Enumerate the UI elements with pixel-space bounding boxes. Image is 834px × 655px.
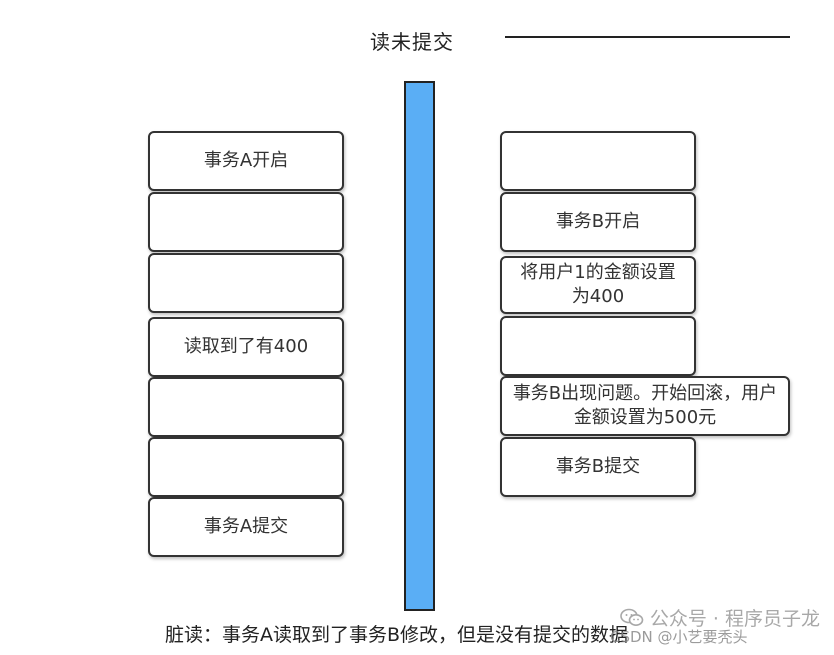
transaction-b-step-3-label: 将用户1的金额设置为400 [520,262,676,307]
transaction-a-step-6 [148,437,344,497]
transaction-a-step-5 [148,377,344,437]
transaction-a-step-7-label: 事务A提交 [203,516,289,537]
transaction-a-step-7: 事务A提交 [148,497,344,557]
transaction-a-step-3 [148,253,344,313]
watermark-account-label: 公众号 · 程序员子龙 [649,608,820,630]
transaction-b-step-5-label: 事务B出现问题。开始回滚，用户金额设置为500元 [512,383,778,428]
transaction-b-step-6-label: 事务B提交 [555,456,641,477]
transaction-a-step-1: 事务A开启 [148,131,344,191]
watermark-account: 公众号 · 程序员子龙 [620,604,820,631]
transaction-b-step-6: 事务B提交 [500,437,696,497]
transaction-b-step-4 [500,316,696,376]
diagram-caption: 脏读：事务A读取到了事务B修改，但是没有提交的数据 [165,624,629,646]
title-divider [505,36,790,38]
transaction-b-step-2-label: 事务B开启 [555,211,641,232]
transaction-b-step-2: 事务B开启 [500,192,696,252]
transaction-a-step-2 [148,192,344,252]
timeline-bar [404,81,435,611]
diagram-title: 读未提交 [370,30,454,54]
transaction-b-step-3: 将用户1的金额设置为400 [500,256,696,314]
transaction-b-step-1 [500,131,696,191]
transaction-a-step-4-label: 读取到了有400 [183,336,309,357]
watermark-csdn: CSDN @小艺要秃头 [610,628,748,646]
wechat-icon [620,608,644,626]
transaction-a-step-4: 读取到了有400 [148,317,344,377]
transaction-b-step-5: 事务B出现问题。开始回滚，用户金额设置为500元 [500,376,790,436]
transaction-a-step-1-label: 事务A开启 [203,150,289,171]
